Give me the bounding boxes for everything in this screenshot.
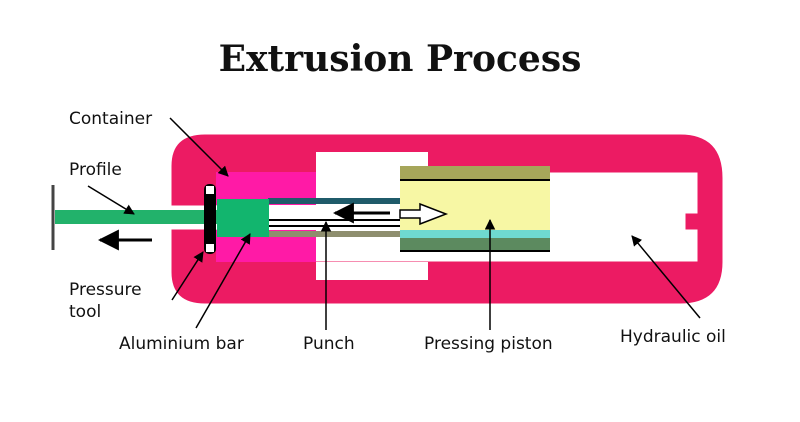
label-pressure-tool-line1: Pressure bbox=[69, 280, 142, 300]
pressing-piston-top bbox=[400, 166, 550, 180]
profile-leader bbox=[87, 185, 135, 215]
pressure-tool-mark-1 bbox=[206, 186, 214, 194]
pressing-piston-band bbox=[400, 230, 550, 238]
pressure-tool bbox=[204, 184, 216, 254]
pressure-tool-mark-2 bbox=[206, 244, 214, 252]
aluminium-bar-leader bbox=[195, 233, 251, 329]
label-container: Container bbox=[69, 109, 153, 129]
piston-direction-arrow bbox=[399, 202, 449, 226]
pressing-piston-base bbox=[400, 238, 550, 250]
container-leader bbox=[169, 117, 229, 177]
pressure-tool-leader bbox=[171, 251, 204, 301]
label-pressure-tool: Pressure tool bbox=[69, 279, 159, 323]
profile-bar bbox=[55, 210, 217, 224]
label-aluminium-bar: Aluminium bar bbox=[119, 334, 244, 354]
label-pressure-tool-line2: tool bbox=[69, 302, 102, 322]
punch-rod-bottom bbox=[268, 231, 400, 237]
hydraulic-oil-leader bbox=[631, 235, 701, 319]
lower-gap bbox=[316, 262, 428, 280]
label-pressing-piston: Pressing piston bbox=[424, 334, 553, 354]
label-profile: Profile bbox=[69, 160, 122, 180]
label-hydraulic-oil: Hydraulic oil bbox=[620, 327, 726, 347]
aluminium-bar bbox=[217, 199, 269, 237]
label-punch: Punch bbox=[303, 334, 355, 354]
punch-rod-top bbox=[268, 198, 400, 204]
diagram-title: Extrusion Process bbox=[218, 38, 582, 80]
